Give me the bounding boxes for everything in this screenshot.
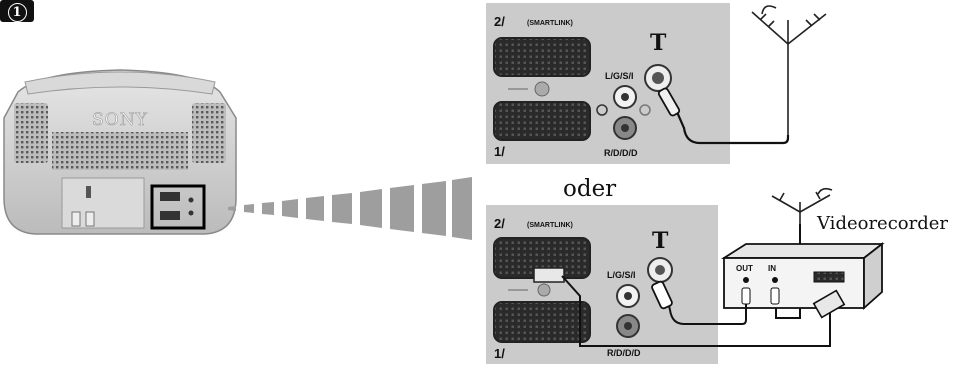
step-number-badge: 1 [0,0,34,22]
antenna-symbol-bottom: T [652,228,669,254]
vcr-out-label: OUT [736,264,753,273]
vcr-scart-plug [812,289,846,319]
rddd-label-bottom: R/D/D/D [607,348,641,358]
vcr-in-label: IN [768,264,776,273]
vcr-out-to-tv-cable [663,285,747,325]
connector-panel-top [486,3,730,164]
smartlink-label-top: (SMARTLINK) [527,20,573,27]
smartlink-label-bottom: (SMARTLINK) [527,222,573,229]
antenna-cable-top [668,95,790,145]
tv-rear-view: SONY [3,69,237,235]
antenna-symbol-top: T [650,30,667,56]
zoom-indicator [228,177,472,240]
lgsi-label-bottom: L/G/S/I [607,270,636,280]
connector-panel-bottom [486,205,718,364]
lgsi-label-top: L/G/S/I [605,71,634,81]
step-number: 1 [7,3,27,22]
scart-1-label-bottom: 1/ [494,346,505,361]
antenna-bottom [771,187,833,224]
antenna-top [751,5,827,135]
scart-1-socket [493,101,591,141]
scart-2-label-top: 2/ [494,14,505,29]
alternative-separator: oder [563,176,617,202]
scart-cable [561,275,831,347]
scart-plug-bottom [533,267,565,283]
scart-2-label-bottom: 2/ [494,216,505,231]
tv-brand-logo: SONY [92,110,148,130]
scart-1-label-top: 1/ [494,144,505,159]
videorecorder: OUT IN [720,242,885,311]
rddd-label-top: R/D/D/D [604,148,638,158]
antenna-plug-top [657,87,681,117]
videorecorder-label: Videorecorder [817,213,949,234]
scart-1-socket-bottom [493,301,591,343]
antenna-plug-bottom [651,280,673,310]
scart-2-socket [493,37,591,77]
